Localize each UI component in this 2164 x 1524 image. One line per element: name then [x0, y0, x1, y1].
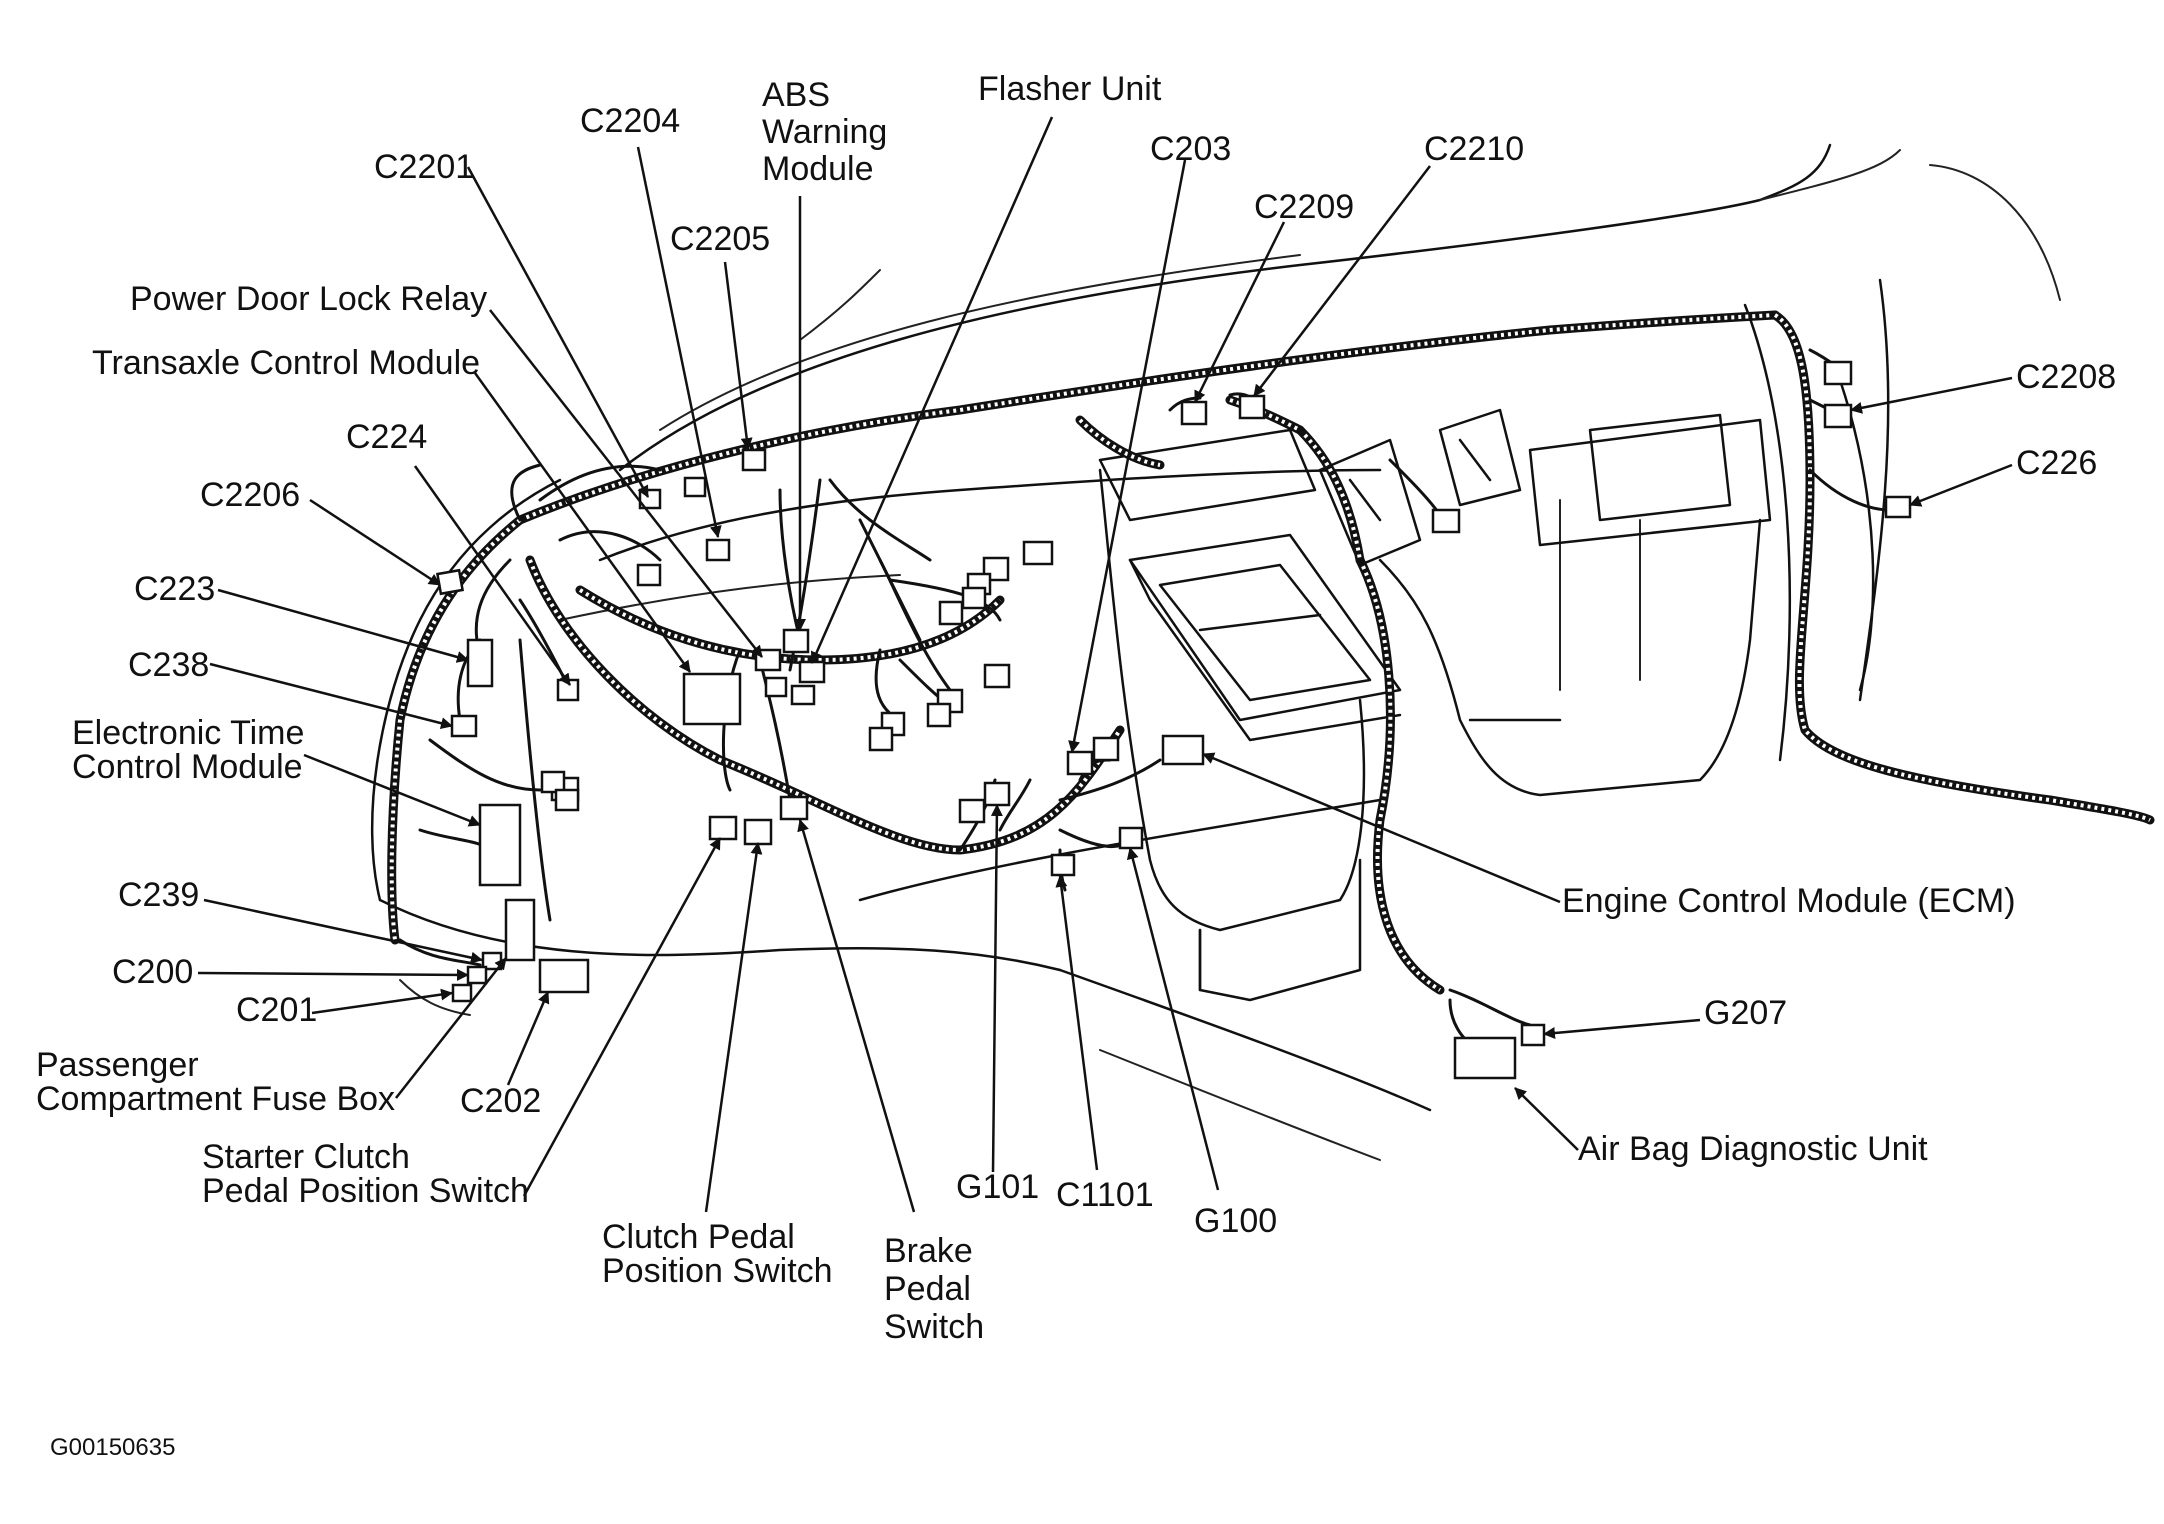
label-passenger-compartment-fuse-box-line2: Compartment Fuse Box	[36, 1080, 395, 1118]
label-g207: G207	[1704, 994, 1787, 1032]
label-engine-control-module: Engine Control Module (ECM)	[1562, 882, 2016, 920]
branch-wires	[398, 348, 1892, 1052]
label-c223: C223	[134, 570, 215, 608]
wiring-harness	[387, 310, 2155, 995]
connectors	[435, 360, 1912, 1080]
label-brake-pedal-switch-line1: Brake	[884, 1232, 973, 1270]
label-starter-clutch-pedal-position-switch-line1: Starter Clutch	[202, 1138, 410, 1176]
label-c203: C203	[1150, 130, 1231, 168]
label-c224: C224	[346, 418, 427, 456]
figure-code: G00150635	[50, 1434, 175, 1461]
leader-lines	[197, 116, 2013, 1213]
label-c202: C202	[460, 1082, 541, 1120]
label-c239: C239	[118, 876, 199, 914]
dashboard-outline	[370, 143, 2061, 1161]
label-c226: C226	[2016, 444, 2097, 482]
label-c2201: C2201	[374, 148, 474, 186]
label-abs-warning-module-line3: Module	[762, 150, 874, 188]
label-brake-pedal-switch-line2: Pedal	[884, 1270, 971, 1308]
label-abs-warning-module-line1: ABS	[762, 76, 830, 114]
label-abs-warning-module-line2: Warning	[762, 113, 887, 151]
label-c200: C200	[112, 953, 193, 991]
callout-labels: ABS Warning Module Flasher Unit C2204 C2…	[36, 70, 2116, 1461]
label-flasher-unit: Flasher Unit	[978, 70, 1162, 108]
label-air-bag-diagnostic-unit: Air Bag Diagnostic Unit	[1578, 1130, 1928, 1168]
label-g100: G100	[1194, 1202, 1277, 1240]
label-clutch-pedal-position-switch-line1: Clutch Pedal	[602, 1218, 795, 1256]
label-electronic-time-control-module-line2: Control Module	[72, 748, 303, 786]
label-starter-clutch-pedal-position-switch-line2: Pedal Position Switch	[202, 1172, 529, 1210]
label-transaxle-control-module: Transaxle Control Module	[92, 344, 480, 382]
label-passenger-compartment-fuse-box-line1: Passenger	[36, 1046, 199, 1084]
label-c2209: C2209	[1254, 188, 1354, 226]
label-clutch-pedal-position-switch-line2: Position Switch	[602, 1252, 833, 1290]
label-electronic-time-control-module-line1: Electronic Time	[72, 714, 304, 752]
label-c2206: C2206	[200, 476, 300, 514]
label-c2204: C2204	[580, 102, 680, 140]
label-c2205: C2205	[670, 220, 770, 258]
label-c201: C201	[236, 991, 317, 1029]
label-power-door-lock-relay: Power Door Lock Relay	[130, 280, 487, 318]
label-c238: C238	[128, 646, 209, 684]
label-brake-pedal-switch-line3: Switch	[884, 1308, 984, 1346]
label-c1101: C1101	[1056, 1176, 1154, 1214]
label-c2210: C2210	[1424, 130, 1524, 168]
label-g101: G101	[956, 1168, 1039, 1206]
label-c2208: C2208	[2016, 358, 2116, 396]
